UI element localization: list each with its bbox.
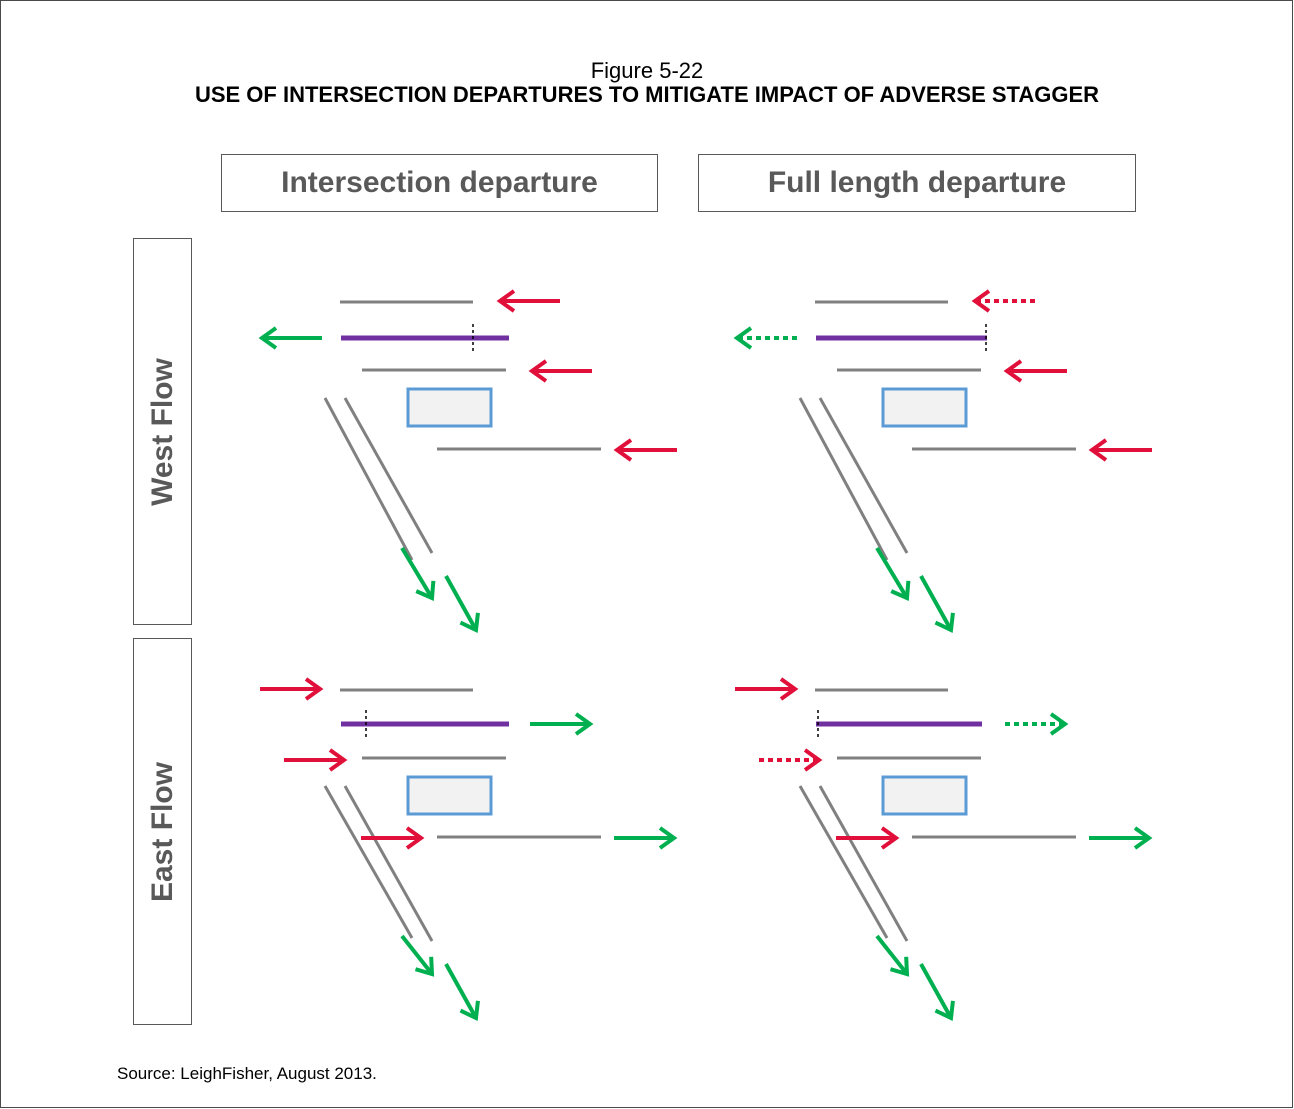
crosswind-runway-2 bbox=[818, 785, 909, 942]
departure-arrow-west bbox=[258, 326, 322, 350]
arrival-arrow-south bbox=[759, 748, 823, 772]
arrival-arrow-far-south bbox=[361, 826, 425, 850]
arrival-arrow-south bbox=[284, 748, 348, 772]
crosswind-runway-1 bbox=[323, 785, 414, 939]
crosswind-runway-1 bbox=[798, 785, 889, 939]
crosswind-runway-2 bbox=[343, 397, 434, 554]
crosswind-departure-arrow-2 bbox=[444, 575, 480, 634]
arrival-arrow-south bbox=[1003, 359, 1067, 383]
arrival-arrow-far-south bbox=[1088, 438, 1152, 462]
crosswind-runway-2 bbox=[818, 397, 909, 554]
terminal-building bbox=[406, 775, 493, 816]
arrival-arrow-north bbox=[260, 677, 324, 701]
arrival-arrow-north bbox=[735, 677, 799, 701]
crosswind-runway-1 bbox=[323, 397, 414, 561]
arrival-arrow-north bbox=[971, 289, 1035, 313]
arrival-arrow-south bbox=[528, 359, 592, 383]
row-header-west-flow: West Flow bbox=[133, 238, 192, 625]
terminal-building bbox=[881, 775, 968, 816]
crosswind-departure-arrow-1 bbox=[875, 934, 910, 977]
column-header-intersection-departure: Intersection departure bbox=[221, 154, 658, 212]
crosswind-departure-arrow-1 bbox=[400, 934, 435, 977]
departure-arrow-east bbox=[1005, 712, 1069, 736]
source-note: Source: LeighFisher, August 2013. bbox=[117, 1064, 377, 1083]
departure-arrow-west bbox=[733, 326, 797, 350]
departure-arrow-far-south bbox=[614, 826, 678, 850]
row-header-east-flow: East Flow bbox=[133, 638, 192, 1025]
crosswind-departure-arrow-1 bbox=[875, 546, 911, 601]
figure-number: Figure 5-22 bbox=[590, 58, 704, 83]
arrival-arrow-far-south bbox=[836, 826, 900, 850]
figure-title: USE OF INTERSECTION DEPARTURES TO MITIGA… bbox=[194, 82, 1100, 107]
terminal-building bbox=[881, 387, 968, 428]
crosswind-runway-1 bbox=[798, 397, 889, 561]
crosswind-departure-arrow-2 bbox=[919, 575, 955, 634]
terminal-building bbox=[406, 387, 493, 428]
arrival-arrow-far-south bbox=[613, 438, 677, 462]
departure-arrow-east bbox=[530, 712, 594, 736]
crosswind-runway-2 bbox=[343, 785, 434, 942]
crosswind-departure-arrow-2 bbox=[444, 963, 480, 1022]
crosswind-departure-arrow-2 bbox=[919, 963, 955, 1022]
crosswind-departure-arrow-1 bbox=[400, 546, 436, 601]
arrival-arrow-north bbox=[496, 289, 560, 313]
departure-arrow-far-south bbox=[1089, 826, 1153, 850]
column-header-full-length-departure: Full length departure bbox=[698, 154, 1136, 212]
